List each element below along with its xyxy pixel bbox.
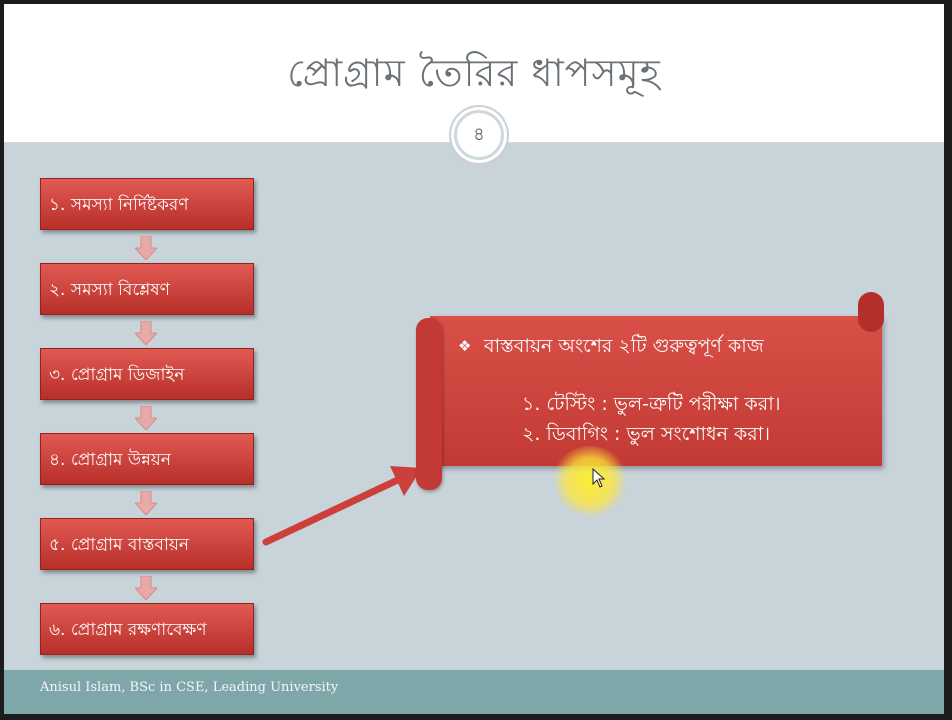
slide-title: প্রোগ্রাম তৈরির ধাপসমূহ <box>287 51 661 95</box>
bullet-diamond-icon: ❖ <box>458 337 472 355</box>
down-arrow-icon <box>135 491 157 515</box>
step-program-maintenance: ৬. প্রোগ্রাম রক্ষণাবেক্ষণ <box>40 603 254 655</box>
cursor-highlight <box>552 446 628 516</box>
down-arrow-icon <box>135 321 157 345</box>
scroll-body <box>430 316 882 466</box>
scroll-curl-left <box>416 318 442 490</box>
mouse-pointer-icon <box>592 468 606 488</box>
callout-item-debugging: ২. ডিবাগিং : ভুল সংশোধন করা। <box>522 423 771 445</box>
scroll-curl-top <box>858 292 884 332</box>
connector-arrow-icon <box>262 466 422 546</box>
down-arrow-icon <box>135 236 157 260</box>
footer-credit: Anisul Islam, BSc in CSE, Leading Univer… <box>40 680 339 695</box>
step-problem-definition: ১. সমস্যা নির্দিষ্টকরণ <box>40 178 254 230</box>
step-problem-analysis: ২. সমস্যা বিশ্লেষণ <box>40 263 254 315</box>
callout-heading: বাস্তবায়ন অংশের ২টি গুরুত্বপূর্ণ কাজ <box>484 335 764 357</box>
footer-bar: Anisul Islam, BSc in CSE, Leading Univer… <box>4 670 944 714</box>
callout-item-testing: ১. টেস্টিং : ভুল-ত্রুটি পরীক্ষা করা। <box>522 393 781 415</box>
down-arrow-icon <box>135 576 157 600</box>
down-arrow-icon <box>135 406 157 430</box>
callout-scroll: ❖ বাস্তবায়ন অংশের ২টি গুরুত্বপূর্ণ কাজ … <box>416 292 884 492</box>
step-program-design: ৩. প্রোগ্রাম ডিজাইন <box>40 348 254 400</box>
step-program-development: ৪. প্রোগ্রাম উন্নয়ন <box>40 433 254 485</box>
page-number-badge: ৪ <box>454 110 504 160</box>
step-program-implementation: ৫. প্রোগ্রাম বাস্তবায়ন <box>40 518 254 570</box>
slide: প্রোগ্রাম তৈরির ধাপসমূহ ৪ ১. সমস্যা নির্… <box>4 4 944 714</box>
